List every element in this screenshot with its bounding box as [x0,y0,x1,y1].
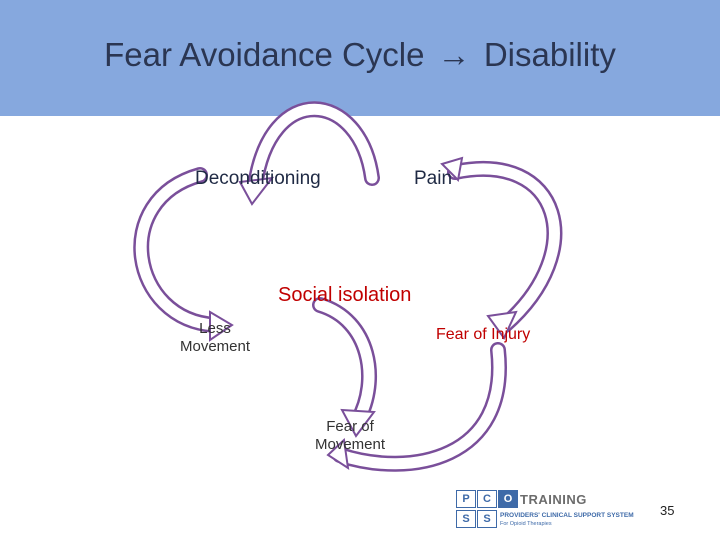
pcss-training-logo: P C O S S TRAINING PROVIDERS' CLINICAL S… [456,490,646,530]
logo-box-o: O [498,490,518,508]
node-fear-of-movement: Fear of Movement [314,418,386,453]
arrow-deconditioning-to-less-movement [133,167,223,333]
title-right: Disability [483,36,616,73]
node-deconditioning: Deconditioning [195,168,321,189]
logo-line2: For Opioid Therapies [500,521,552,527]
arrowhead-deconditioning [238,176,275,206]
right-arrow-icon: → [437,36,471,73]
node-pain: Pain [414,168,453,189]
arrowhead-less-movement [209,310,234,342]
title-banner [0,0,720,116]
node-less-movement: Less Movement [179,320,251,355]
page-number: 35 [660,503,675,518]
logo-line1: PROVIDERS' CLINICAL SUPPORT SYSTEM [500,512,634,519]
arrowhead-social [340,408,376,438]
title-left: Fear Avoidance Cycle [104,36,425,73]
arrowhead-fear-of-injury [486,310,518,340]
arrowhead-fear-of-movement [326,437,350,471]
logo-box-c: C [477,490,497,508]
node-fear-of-injury: Fear of Injury [436,326,531,343]
logo-box-p: P [456,490,476,508]
node-social-isolation: Social isolation [278,284,412,306]
logo-box-s1: S [456,510,476,528]
arrowhead-pain [440,156,464,183]
logo-training-text: TRAINING [520,492,587,507]
logo-box-s2: S [477,510,497,528]
slide-title: Fear Avoidance Cycle → Disability [0,36,720,74]
